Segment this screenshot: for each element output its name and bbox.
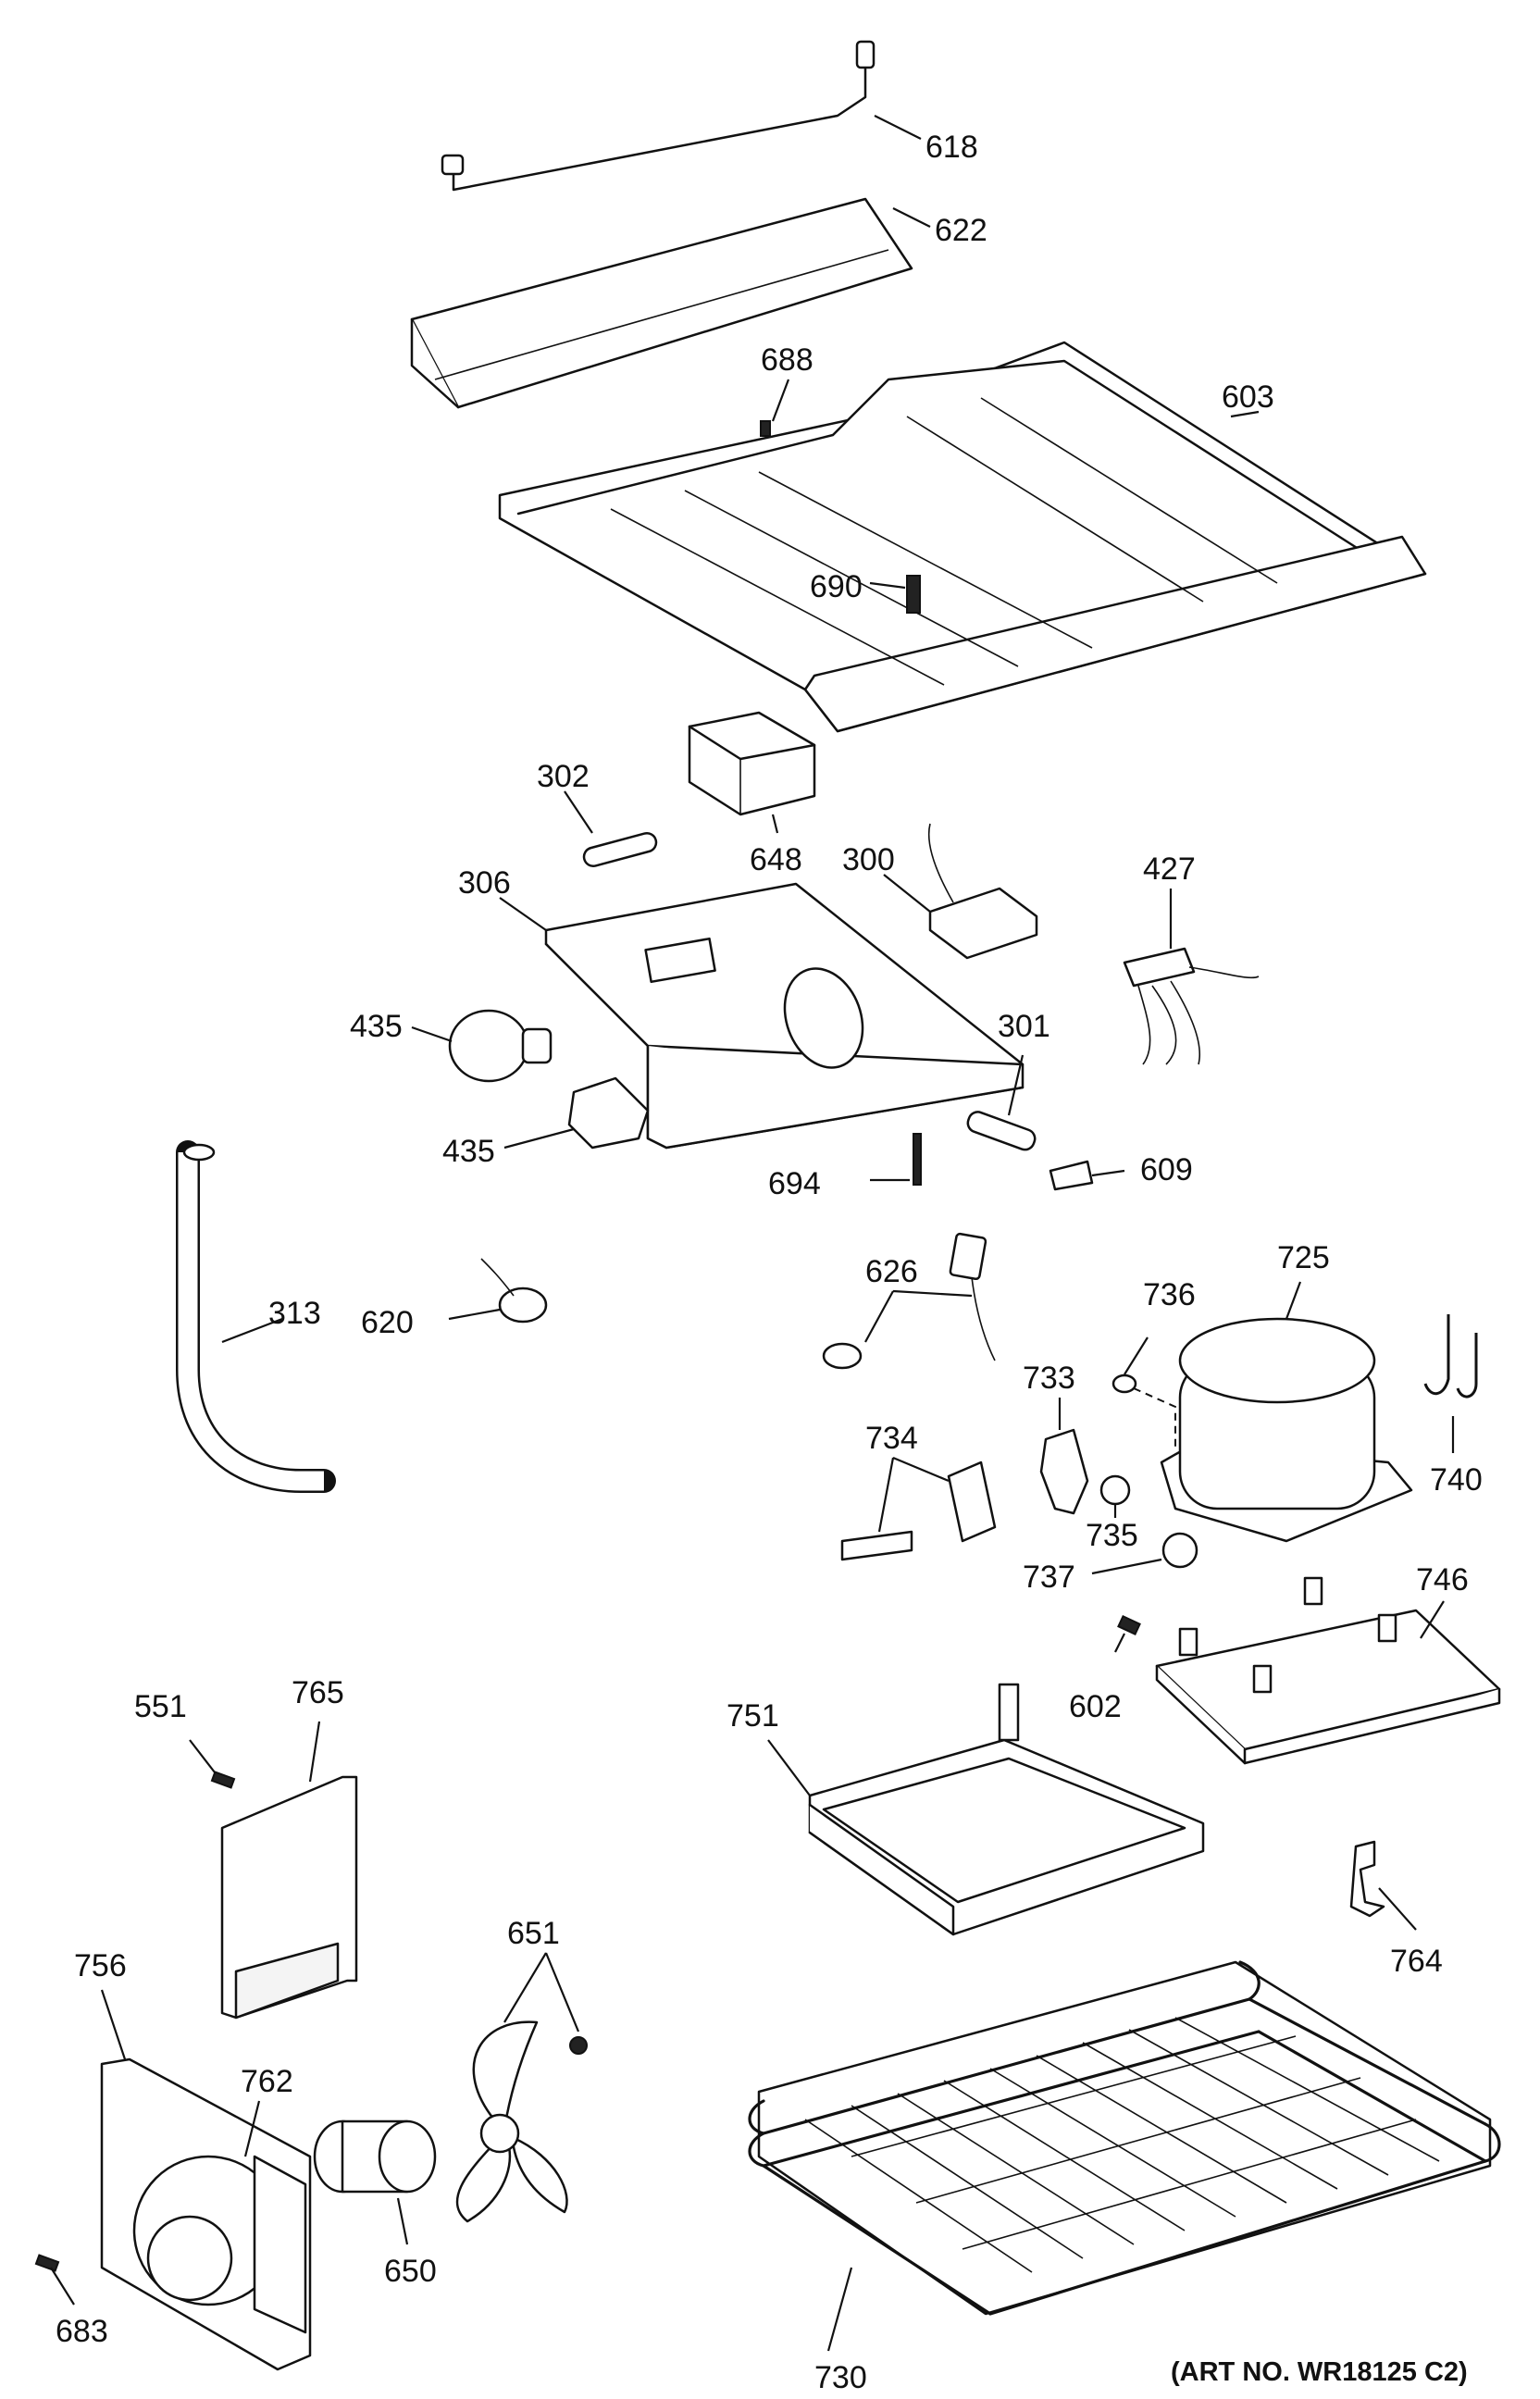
callout-736: 736 — [1143, 1277, 1196, 1312]
callout-427: 427 — [1143, 851, 1196, 887]
part-762-frame — [243, 2100, 307, 2334]
callout-694: 694 — [768, 1166, 821, 1201]
part-683-screw — [34, 2254, 75, 2306]
part-735-knob — [1099, 1474, 1131, 1518]
part-651-fan-blade — [455, 1952, 588, 2223]
callout-300: 300 — [842, 842, 895, 877]
part-764-clip — [1349, 1840, 1417, 1931]
callout-648: 648 — [750, 842, 802, 877]
part-603-cover — [498, 341, 1427, 733]
part-751-tray — [767, 1683, 1205, 1936]
callout-435a: 435 — [350, 1009, 403, 1044]
callout-306: 306 — [458, 865, 511, 901]
callout-725: 725 — [1277, 1240, 1330, 1275]
callout-733: 733 — [1023, 1361, 1075, 1396]
callout-734: 734 — [865, 1421, 918, 1456]
callout-301: 301 — [998, 1009, 1050, 1044]
callout-650: 650 — [384, 2254, 437, 2289]
callout-602: 602 — [1069, 1689, 1122, 1724]
callout-551: 551 — [134, 1689, 187, 1724]
part-733-relay — [1039, 1398, 1089, 1515]
part-620-plug — [448, 1258, 548, 1324]
callout-688: 688 — [761, 342, 813, 378]
part-306-housing — [499, 882, 1025, 1150]
callout-603: 603 — [1222, 379, 1274, 415]
part-737-grommet — [1091, 1532, 1198, 1575]
callout-764: 764 — [1390, 1944, 1443, 1979]
callout-730: 730 — [814, 2360, 867, 2395]
part-725-compressor — [1160, 1281, 1413, 1543]
part-746-plate — [1155, 1576, 1501, 1765]
callout-762: 762 — [241, 2064, 293, 2099]
art-number: (ART NO. WR18125 C2) — [1171, 2357, 1468, 2387]
callout-651: 651 — [507, 1916, 560, 1951]
callout-690: 690 — [810, 569, 863, 604]
part-688-screw — [760, 379, 790, 437]
callout-435b: 435 — [442, 1134, 495, 1169]
callout-618: 618 — [925, 130, 978, 165]
callout-620: 620 — [361, 1305, 414, 1340]
part-734-cover — [840, 1456, 997, 1561]
callout-313: 313 — [268, 1296, 321, 1331]
part-313-tube — [176, 1140, 336, 1493]
callout-683: 683 — [56, 2314, 108, 2349]
part-427-connector — [1123, 889, 1260, 1065]
part-736-grommet — [1112, 1336, 1176, 1448]
part-435-bulb — [411, 1009, 553, 1083]
part-301-capacitor — [966, 1054, 1037, 1151]
part-618-wire — [441, 40, 922, 192]
part-694-screw — [870, 1133, 922, 1186]
part-302-rod — [564, 790, 658, 868]
part-602-screw — [1114, 1615, 1141, 1653]
callout-302: 302 — [537, 759, 590, 794]
part-300-switch — [883, 823, 1038, 960]
part-765-baffle — [220, 1721, 358, 2020]
callout-751: 751 — [727, 1698, 779, 1734]
callout-622: 622 — [935, 213, 987, 248]
callout-626: 626 — [865, 1254, 918, 1289]
part-626-overload — [822, 1232, 996, 1370]
callout-737: 737 — [1023, 1560, 1075, 1595]
callout-740: 740 — [1430, 1462, 1483, 1498]
part-435-socket — [503, 1076, 650, 1150]
callout-735: 735 — [1086, 1518, 1138, 1553]
part-740-hooks — [1423, 1314, 1478, 1453]
callout-756: 756 — [74, 1948, 127, 1983]
callout-746: 746 — [1416, 1562, 1469, 1597]
part-690-screw — [869, 575, 921, 614]
part-730-condenser — [748, 1960, 1501, 2352]
callout-609: 609 — [1140, 1152, 1193, 1187]
part-551-screw — [189, 1739, 236, 1789]
part-650-motor — [313, 2119, 437, 2245]
part-609-switch — [1049, 1160, 1125, 1191]
callout-765: 765 — [292, 1675, 344, 1710]
part-648-timer — [688, 711, 816, 834]
part-622-channel — [410, 197, 931, 409]
